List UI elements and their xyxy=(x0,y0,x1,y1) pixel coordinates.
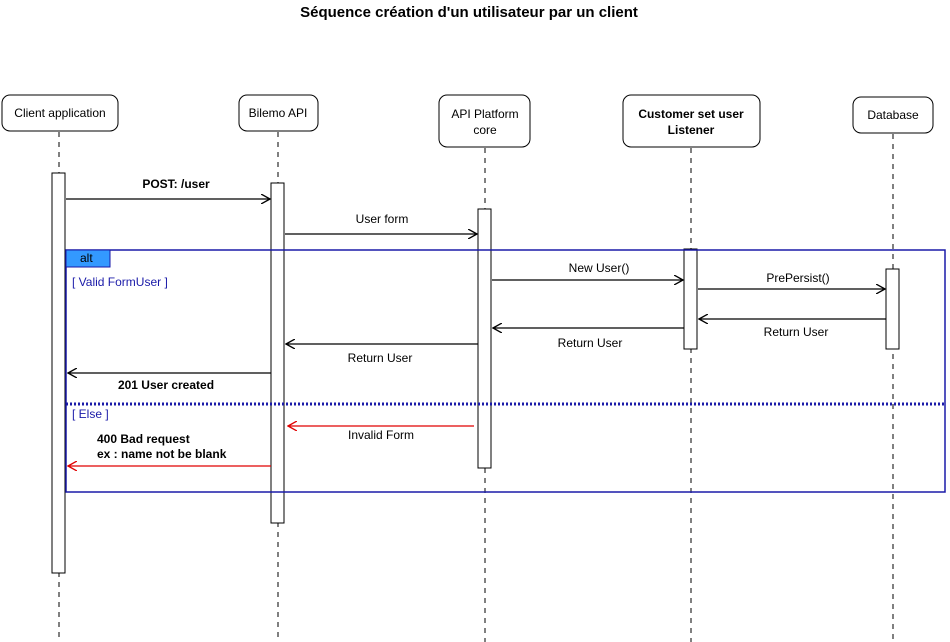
alt-fragment-frame xyxy=(65,249,946,493)
activation-client-application xyxy=(51,172,66,574)
participant-client-application[interactable]: Client application xyxy=(1,94,119,132)
participant-label-line1: API Platform xyxy=(451,107,518,121)
message-return-user-core-label: Return User xyxy=(348,351,413,365)
participant-bilemo-api[interactable]: Bilemo API xyxy=(238,94,319,132)
participant-customer-set-user-listener[interactable]: Customer set user Listener xyxy=(622,94,761,148)
participant-api-platform-core[interactable]: API Platform core xyxy=(438,94,531,148)
alt-operator-label: alt xyxy=(80,251,93,265)
activation-api-platform-core xyxy=(477,208,492,469)
participant-label-line2: Listener xyxy=(668,123,715,137)
activation-database xyxy=(885,268,900,350)
message-new-user-label: New User() xyxy=(569,261,630,275)
participant-label-line1: Customer set user xyxy=(638,107,744,121)
activation-bilemo-api xyxy=(270,182,285,524)
message-prepersist-label: PrePersist() xyxy=(766,271,829,285)
participant-label: Database xyxy=(867,108,919,122)
message-400-label-line2: ex : name not be blank xyxy=(97,447,227,461)
activation-listener xyxy=(683,248,698,350)
message-post-user-label: POST: /user xyxy=(142,177,210,191)
guard-valid-formuser: [ Valid FormUser ] xyxy=(72,275,168,289)
message-400-label-line1: 400 Bad request xyxy=(97,432,190,446)
message-invalid-form-label: Invalid Form xyxy=(348,428,414,442)
participant-database[interactable]: Database xyxy=(852,96,934,134)
guard-else: [ Else ] xyxy=(72,407,109,421)
message-return-user-db-label: Return User xyxy=(764,325,829,339)
message-return-user-listener-label: Return User xyxy=(558,336,623,350)
message-user-form-label: User form xyxy=(356,212,409,226)
participant-label: Client application xyxy=(14,106,105,120)
alt-fragment: alt [ Valid FormUser ] [ Else ] xyxy=(65,249,946,493)
participant-label-line2: core xyxy=(473,123,497,137)
alt-operator-tab xyxy=(65,249,111,268)
diagram-title: Séquence création d'un utilisateur par u… xyxy=(300,4,638,21)
participant-label: Bilemo API xyxy=(249,106,308,120)
message-201-label: 201 User created xyxy=(118,378,214,392)
